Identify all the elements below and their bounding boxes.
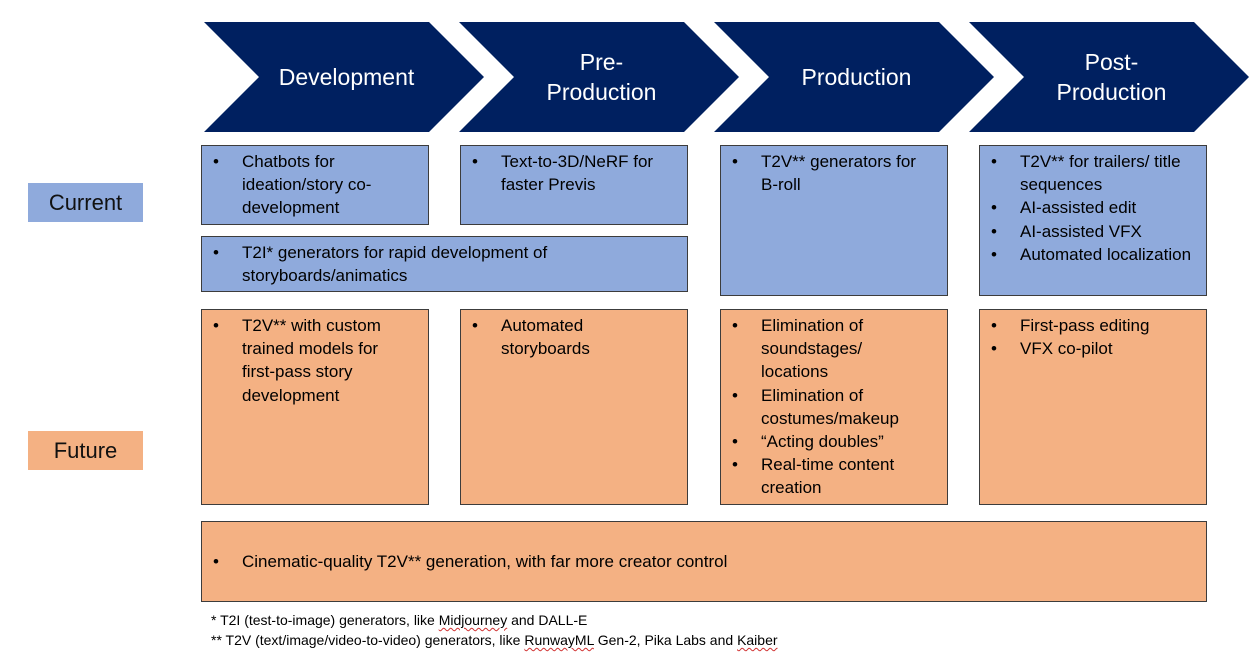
list-item: Text-to-3D/NeRF for faster Previs: [465, 150, 673, 196]
list-item: “Acting doubles”: [725, 430, 933, 453]
list-item: Elimination of costumes/makeup: [725, 384, 933, 430]
current-dev-pre-shared-box: T2I* generators for rapid development of…: [201, 236, 688, 292]
future-postproduction-box: First-pass editing VFX co-pilot: [979, 309, 1207, 505]
stage-arrows: [204, 22, 1249, 132]
list-item: Chatbots for ideation/story co-developme…: [206, 150, 414, 220]
footnote-t2i: * T2I (test-to-image) generators, like M…: [211, 612, 588, 628]
stage-arrow-production: [714, 22, 994, 132]
footnote-t2v: ** T2V (text/image/video-to-video) gener…: [211, 632, 778, 648]
stage-title-development: Development: [278, 64, 415, 90]
row-label-current: Current: [28, 183, 143, 222]
future-production-box: Elimination of soundstages/ locations El…: [720, 309, 948, 505]
stage-title-production: Production: [801, 64, 912, 90]
current-production-box: T2V** generators for B-roll: [720, 145, 948, 296]
list-item: T2V** with custom trained models for fir…: [206, 314, 414, 407]
list-item: First-pass editing: [984, 314, 1192, 337]
list-item: T2V** generators for B-roll: [725, 150, 933, 196]
list-item: Automated localization: [984, 243, 1192, 266]
current-preproduction-box: Text-to-3D/NeRF for faster Previs: [460, 145, 688, 225]
stage-arrow-preproduction: [459, 22, 739, 132]
current-postproduction-box: T2V** for trailers/ title sequences AI-a…: [979, 145, 1207, 296]
list-item: Real-time content creation: [725, 453, 933, 499]
list-item: T2V** for trailers/ title sequences: [984, 150, 1192, 196]
list-item: Automated storyboards: [465, 314, 673, 360]
stage-arrow-development: [204, 22, 484, 132]
current-development-box: Chatbots for ideation/story co-developme…: [201, 145, 429, 225]
list-item: AI-assisted edit: [984, 196, 1192, 219]
list-item: Elimination of soundstages/ locations: [725, 314, 933, 384]
future-all-stages-box: Cinematic-quality T2V** generation, with…: [201, 521, 1207, 602]
list-item: AI-assisted VFX: [984, 220, 1192, 243]
stage-title-postproduction: Post- Production: [1056, 49, 1167, 105]
list-item: T2I* generators for rapid development of…: [206, 241, 673, 287]
future-development-box: T2V** with custom trained models for fir…: [201, 309, 429, 505]
stage-title-preproduction: Pre- Production: [546, 49, 657, 105]
future-preproduction-box: Automated storyboards: [460, 309, 688, 505]
list-item: VFX co-pilot: [984, 337, 1192, 360]
row-label-future: Future: [28, 431, 143, 470]
stage-arrow-postproduction: [969, 22, 1249, 132]
list-item: Cinematic-quality T2V** generation, with…: [206, 550, 727, 573]
footnotes: * T2I (test-to-image) generators, like M…: [211, 610, 778, 650]
